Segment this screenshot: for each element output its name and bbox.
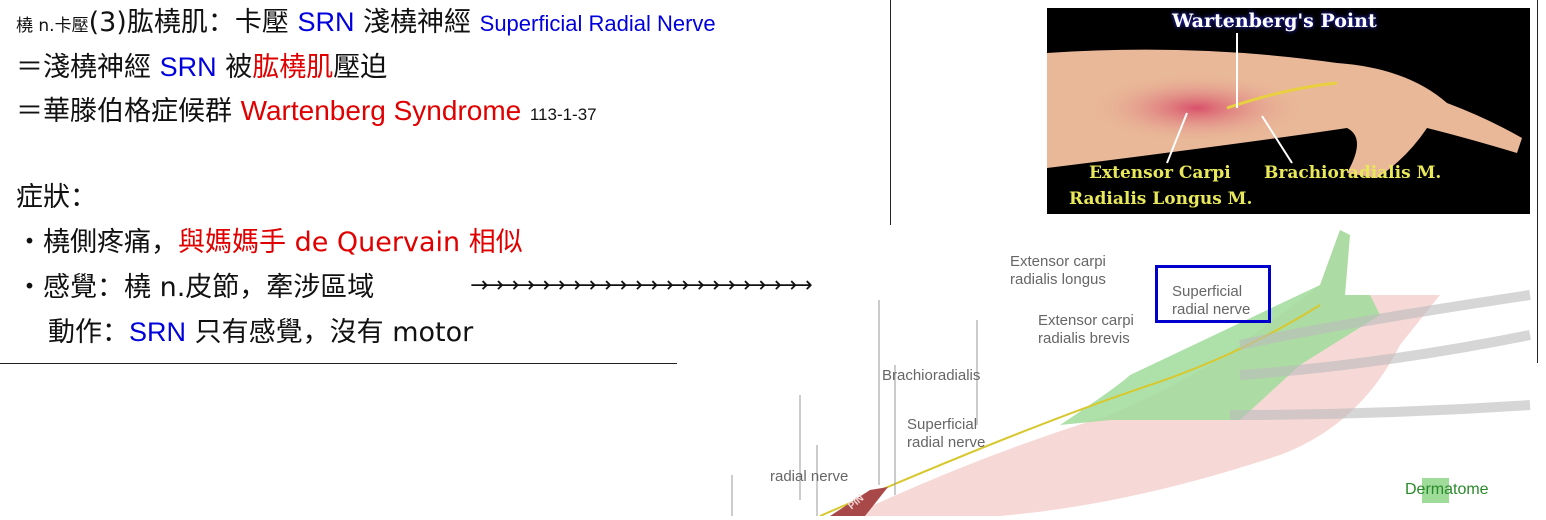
text: ＝淺橈神經	[16, 52, 151, 83]
brachioradialis-label: Brachioradialis	[882, 367, 981, 384]
title-cn: 淺橈神經	[363, 7, 472, 38]
symptom-sensory: ・感覺：橈 n.皮節，牽涉區域	[16, 274, 374, 301]
dermatome-legend: Dermatome	[1405, 481, 1489, 498]
dermatome-legend-swatch	[1422, 478, 1449, 503]
title-main: (3)肱橈肌：卡壓	[88, 7, 289, 38]
syndrome-name: Wartenberg Syndrome	[240, 95, 522, 126]
divider-vertical	[890, 0, 891, 225]
reference: 113-1-37	[529, 105, 597, 124]
line-compression: ＝淺橈神經 SRN 被肱橈肌壓迫	[16, 52, 388, 83]
srn-abbr: SRN	[297, 7, 355, 37]
brachioradialis-red: 肱橈肌	[252, 52, 334, 83]
text: 只有感覺，沒有 motor	[194, 317, 474, 348]
text: 壓迫	[333, 52, 388, 83]
ecrl-label: Extensor Carpi	[1089, 163, 1231, 183]
text: ・感覺：橈 n.皮節，牽涉區域	[16, 272, 375, 303]
title-prefix: 橈 n.卡壓	[16, 16, 89, 36]
text: ・橈側疼痛，	[16, 227, 178, 258]
line-syndrome: ＝華滕伯格症候群 Wartenberg Syndrome 113-1-37	[16, 95, 597, 127]
wartenberg-point-image: Wartenberg's Point Extensor Carpi Radial…	[1047, 8, 1530, 214]
dequervain-note: 與媽媽手 de Quervain 相似	[178, 227, 523, 258]
symptoms-heading: 症狀：	[16, 182, 97, 213]
title-en: Superficial Radial Nerve	[479, 11, 716, 36]
srn-abbr: SRN	[159, 52, 217, 82]
ecrl-label-2: Radialis Longus M.	[1069, 189, 1253, 209]
divider-right	[1537, 0, 1538, 363]
symptom-pain: ・橈側疼痛，與媽媽手 de Quervain 相似	[16, 229, 523, 256]
radial-nerve-label: radial nerve	[770, 468, 849, 485]
text: 動作：	[48, 317, 129, 348]
text: 被	[225, 52, 253, 83]
arrow-chain: →→→→→→→→→→→→→→→→→→→→→→	[470, 273, 813, 298]
title-line: 橈 n.卡壓(3)肱橈肌：卡壓 SRN 淺橈神經 Superficial Rad…	[16, 7, 716, 38]
divider-horizontal	[0, 363, 677, 364]
symptom-motor: 動作：SRN 只有感覺，沒有 motor	[48, 317, 474, 348]
pin-muscle	[830, 487, 888, 516]
hand-illustration	[731, 230, 1531, 517]
text: ＝華滕伯格症候群	[16, 96, 232, 127]
wartenberg-title: Wartenberg's Point	[1172, 10, 1377, 32]
highlight-box	[1155, 265, 1271, 323]
srn-abbr: SRN	[129, 317, 187, 347]
forearm-illustration	[1047, 33, 1522, 178]
brachioradialis-label: Brachioradialis M.	[1264, 163, 1442, 183]
